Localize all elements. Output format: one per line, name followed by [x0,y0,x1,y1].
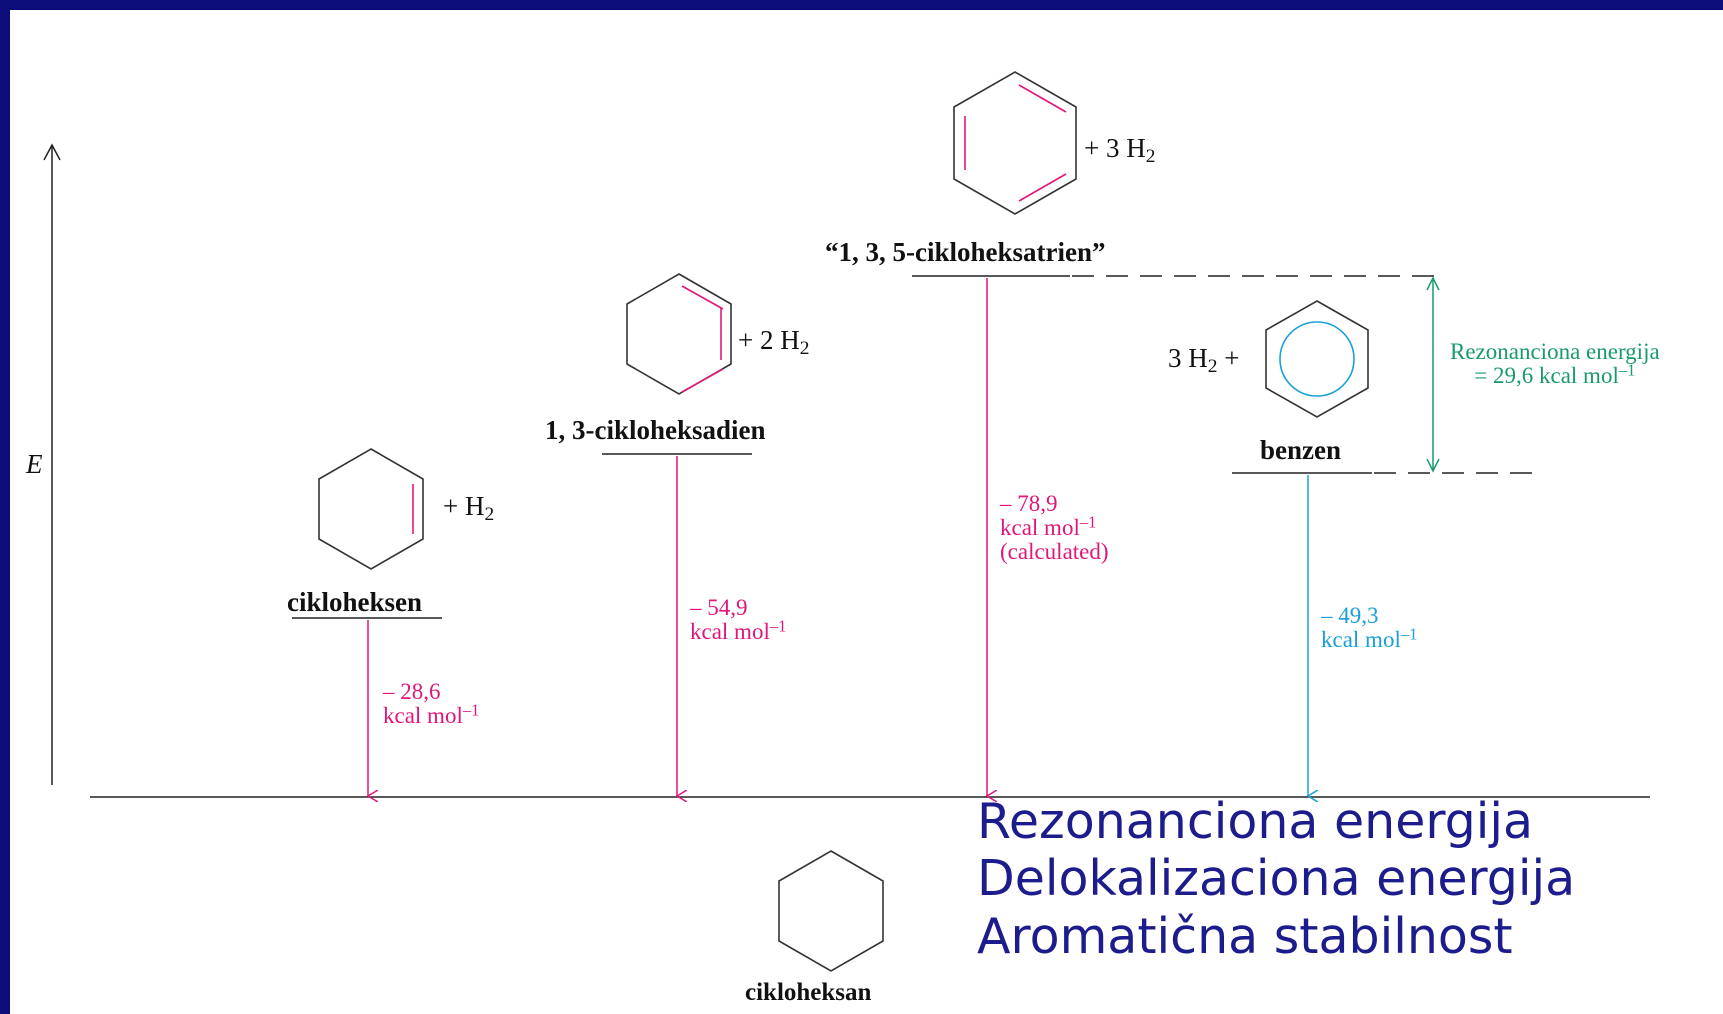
footer-line-3: Aromatična stabilnost [977,907,1513,965]
cyclohexadiene-name: 1, 3-cikloheksadien [545,415,766,445]
resonance-arrow-head-bottom [1426,458,1440,473]
cyclohexatriene-name: “1, 3, 5-cikloheksatrien” [825,237,1106,267]
resonance-energy-label: Rezonanciona energija = 29,6 kcal mol–1 [1450,339,1660,389]
footer-line-1: Rezonanciona energija [977,793,1534,850]
energy-cyclohexadiene: – 54,9 kcal mol–1 [690,595,787,645]
benzene-h2-label: 3 H2 + [1168,343,1240,377]
energy-axis-arrow [43,143,61,161]
energy-cyclohexene: – 28,6 kcal mol–1 [383,679,480,729]
footer-terms: Rezonanciona energija Delokalizaciona en… [977,793,1575,965]
energy-diagram [43,71,1650,972]
benzene-name: benzen [1260,435,1341,465]
cyclohexane-name: cikloheksan [745,979,872,1006]
benzene-structure [1265,300,1369,418]
cyclohexene-name: cikloheksen [287,587,423,617]
cyclohexene-h2-label: + H2 [443,491,495,525]
resonance-arrow-head-top [1426,276,1440,291]
footer-line-2: Delokalizaciona energija [977,850,1576,908]
slide: E cikloheksen 1, 3-cikloheksadien “1, 3,… [10,10,1723,1014]
cyclohexene-structure [318,448,424,570]
cyclohexatriene-h2-label: + 3 H2 [1084,133,1156,167]
energy-benzene: – 49,3 kcal mol–1 [1321,603,1418,653]
energy-axis-label: E [26,449,43,479]
cyclohexatriene-structure [953,71,1077,215]
cyclohexadiene-structure [626,273,732,395]
cyclohexane-structure [778,850,884,972]
energy-cyclohexatriene: – 78,9 kcal mol–1 (calculated) [1000,491,1109,565]
cyclohexadiene-h2-label: + 2 H2 [738,325,810,359]
